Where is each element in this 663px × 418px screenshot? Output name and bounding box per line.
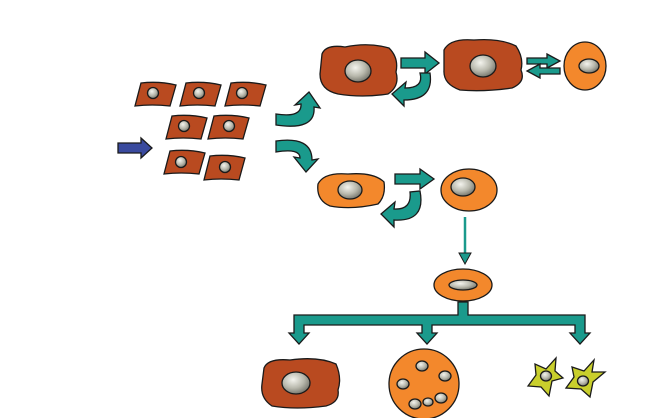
brown-cell-cluster-icon [134,81,267,181]
input-arrow-icon [117,136,153,160]
bidirectional-arrow-icon [525,52,562,80]
orange-cell-icon [317,173,386,209]
cluster-cell [165,114,208,140]
cluster-cell [179,81,222,107]
straight-arrow-right-icon [394,167,436,191]
cluster-cell [203,154,246,181]
small-flat-cell-icon [433,268,493,302]
cluster-cell [224,81,267,107]
cluster-cell [163,149,206,175]
olive-star-cell-icon [526,356,565,398]
large-brown-cell-icon [261,358,341,409]
straight-arrow-right-icon [400,50,441,76]
small-orange-cell-icon [563,41,607,91]
orange-cell-icon [440,168,498,212]
curved-arrow-down-icon [275,139,320,173]
multinucleated-cell-icon [388,348,460,418]
curved-arrow-up-icon [275,91,322,127]
arrow-down-icon [458,217,472,266]
curved-arrow-back-icon [391,72,432,108]
cluster-cell [134,81,177,107]
large-brown-cell-icon [443,38,523,92]
branch-bracket-arrow-icon [287,301,592,345]
cluster-cell [207,114,250,140]
curved-arrow-back-icon [380,190,422,229]
large-brown-cell-icon [319,44,398,97]
olive-star-cell-icon [564,357,607,399]
